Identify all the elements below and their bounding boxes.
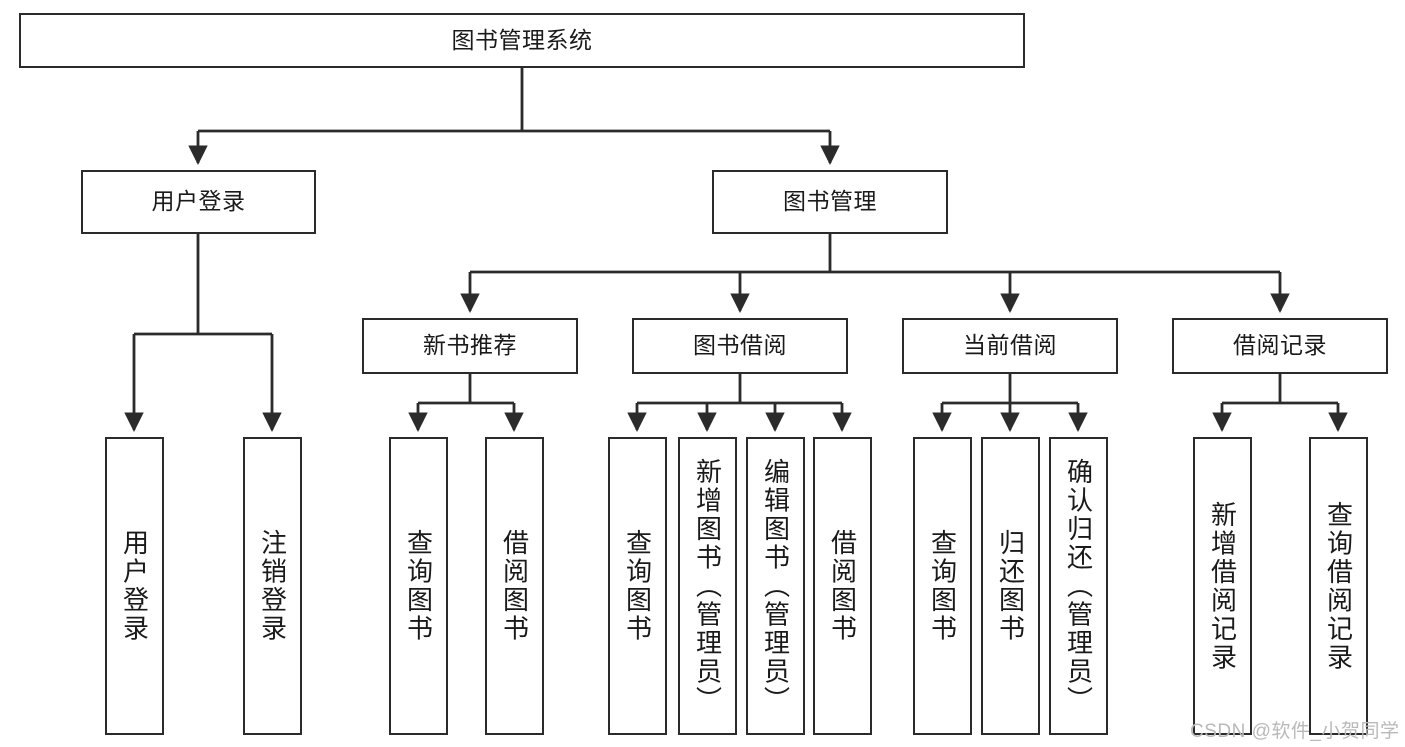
- node-book-borrow[interactable]: 图书借阅: [632, 318, 848, 374]
- node-user-login-label: 用户登录: [151, 188, 246, 215]
- watermark: CSDN @软件_小贺同学: [1190, 721, 1400, 742]
- node-new-book-recommend-label: 新书推荐: [423, 332, 517, 359]
- leaf-label: 用户登录: [119, 529, 150, 643]
- leaf-label: 归还图书: [995, 529, 1026, 643]
- leaf-label: 借阅图书: [499, 529, 530, 643]
- node-current-borrow[interactable]: 当前借阅: [902, 318, 1118, 374]
- leaf-label: 借阅图书: [827, 529, 858, 643]
- node-book-manage[interactable]: 图书管理: [712, 170, 948, 234]
- leaf-borrow-add-book[interactable]: 新增图书（管理员）: [678, 437, 737, 735]
- node-borrow-record-label: 借阅记录: [1233, 332, 1327, 359]
- leaf-label: 确认归还（管理员）: [1063, 457, 1094, 715]
- leaf-borrow-query-book[interactable]: 查询图书: [608, 437, 667, 735]
- leaf-current-query-book[interactable]: 查询图书: [913, 437, 972, 735]
- leaf-label: 查询图书: [622, 529, 653, 643]
- leaf-record-query[interactable]: 查询借阅记录: [1309, 437, 1368, 735]
- leaf-current-confirm-return[interactable]: 确认归还（管理员）: [1049, 437, 1108, 735]
- leaf-label: 新增图书（管理员）: [692, 457, 723, 715]
- leaf-record-add[interactable]: 新增借阅记录: [1193, 437, 1252, 735]
- leaf-current-return-book[interactable]: 归还图书: [981, 437, 1040, 735]
- node-root[interactable]: 图书管理系统: [19, 13, 1025, 68]
- leaf-label: 查询图书: [403, 529, 434, 643]
- leaf-borrow-borrow-book[interactable]: 借阅图书: [813, 437, 872, 735]
- leaf-label: 新增借阅记录: [1207, 500, 1238, 672]
- node-book-borrow-label: 图书借阅: [693, 332, 787, 359]
- leaf-borrow-edit-book[interactable]: 编辑图书（管理员）: [746, 437, 805, 735]
- leaf-label: 编辑图书（管理员）: [760, 457, 791, 715]
- leaf-user-login-login[interactable]: 用户登录: [105, 437, 164, 735]
- node-book-manage-label: 图书管理: [783, 188, 877, 215]
- node-borrow-record[interactable]: 借阅记录: [1172, 318, 1388, 374]
- leaf-label: 查询借阅记录: [1323, 500, 1354, 672]
- leaf-label: 查询图书: [927, 529, 958, 643]
- leaf-new-book-borrow[interactable]: 借阅图书: [485, 437, 544, 735]
- node-user-login[interactable]: 用户登录: [81, 170, 316, 234]
- leaf-user-login-logout[interactable]: 注销登录: [243, 437, 302, 735]
- node-new-book-recommend[interactable]: 新书推荐: [362, 318, 578, 374]
- leaf-label: 注销登录: [257, 529, 288, 643]
- node-root-label: 图书管理系统: [451, 26, 593, 53]
- leaf-new-book-query[interactable]: 查询图书: [389, 437, 448, 735]
- node-current-borrow-label: 当前借阅: [963, 332, 1057, 359]
